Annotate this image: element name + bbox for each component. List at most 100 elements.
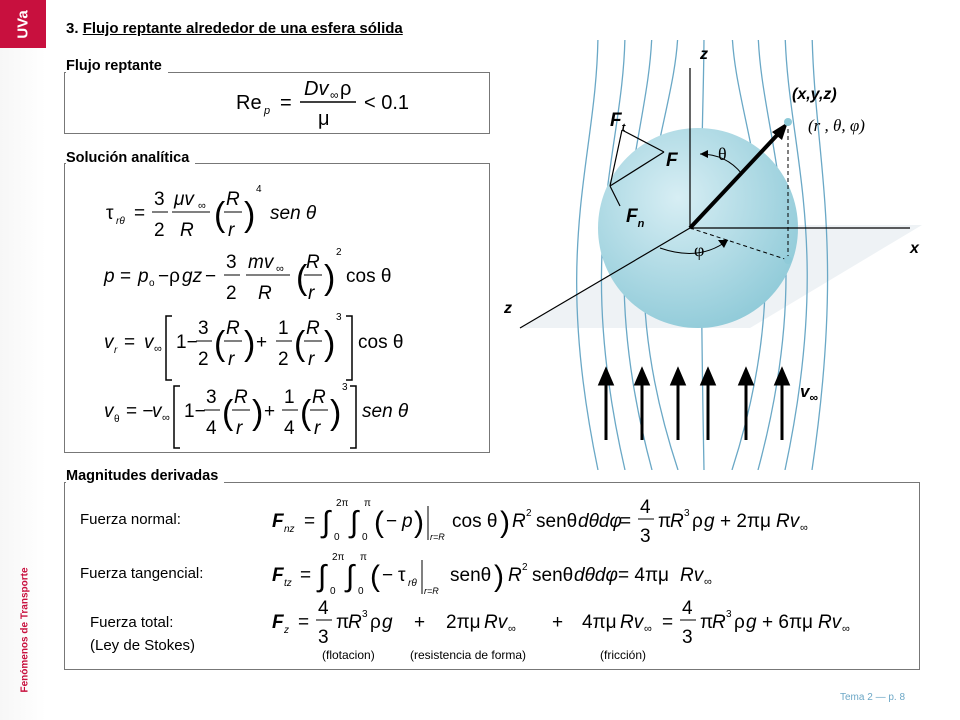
axis-x-label: x — [910, 240, 919, 257]
spherical-point-label: (r , θ, φ) — [808, 116, 865, 135]
projection-radius — [689, 227, 789, 261]
svg-text:R: R — [348, 612, 362, 633]
svg-text:Dv: Dv — [304, 78, 329, 100]
svg-text:3: 3 — [318, 627, 329, 648]
svg-text:μv: μv — [173, 189, 195, 210]
velocity-arrows — [597, 366, 791, 440]
svg-text:v: v — [104, 401, 115, 422]
radius-vector — [688, 130, 782, 230]
svg-text:=: = — [662, 612, 673, 633]
svg-text:1−: 1− — [184, 401, 206, 422]
svg-text:3: 3 — [336, 312, 342, 323]
svg-text:2: 2 — [278, 349, 289, 370]
svg-text:R: R — [312, 387, 326, 408]
svg-text:∞: ∞ — [276, 263, 284, 275]
svg-text:4: 4 — [206, 418, 217, 439]
svg-text:ρ: ρ — [734, 612, 745, 633]
sphere-diagram — [519, 40, 922, 470]
svg-text:): ) — [330, 394, 341, 432]
svg-text:): ) — [324, 259, 335, 297]
svg-text:(: ( — [214, 196, 226, 234]
svg-text:+: + — [264, 401, 275, 422]
svg-text:3: 3 — [342, 382, 348, 393]
svg-text:∫: ∫ — [320, 506, 332, 539]
svg-text:= 4πμ: = 4πμ — [618, 565, 669, 586]
svg-text:cos θ: cos θ — [452, 511, 497, 532]
friction-label: (fricción) — [600, 648, 647, 662]
sidebar — [0, 0, 46, 720]
sidebar-stripe — [0, 0, 46, 720]
svg-text:gz: gz — [182, 266, 203, 287]
svg-text:g: g — [704, 511, 715, 532]
uva-logo: UVa — [0, 0, 46, 48]
svg-text:π: π — [336, 612, 349, 633]
svg-text:g: g — [746, 612, 757, 633]
theta-label: θ — [718, 144, 727, 164]
normal-force-vector-label: Fn — [626, 206, 645, 230]
svg-text:∞: ∞ — [154, 343, 162, 355]
svg-text:): ) — [244, 325, 255, 363]
svg-text:π: π — [360, 552, 367, 563]
free-stream-velocity-label: v∞ — [800, 382, 819, 405]
svg-text:3: 3 — [684, 508, 690, 519]
svg-text:< 0.1: < 0.1 — [364, 92, 409, 114]
svg-text:r: r — [308, 349, 315, 370]
slide-title: 3. Flujo reptante alrededor de una esfer… — [66, 20, 403, 37]
slide-title-text: Flujo reptante alrededor de una esfera s… — [82, 20, 403, 37]
svg-text:p: p — [263, 105, 270, 117]
svg-text:Rv: Rv — [620, 612, 645, 633]
normal-force-label: Fuerza normal: — [80, 511, 181, 528]
svg-text:3: 3 — [726, 609, 732, 620]
svg-text:3: 3 — [640, 526, 651, 547]
svg-text:(: ( — [294, 325, 306, 363]
svg-text:Rv: Rv — [818, 612, 843, 633]
derived-quantities-box — [64, 482, 920, 670]
svg-text:v: v — [144, 332, 155, 353]
svg-text:): ) — [414, 506, 424, 539]
svg-text:z: z — [283, 625, 289, 636]
svg-text:=: = — [124, 332, 135, 353]
svg-text:=: = — [300, 565, 311, 586]
svg-text:Rv: Rv — [776, 511, 801, 532]
svg-text:r: r — [314, 418, 321, 439]
svg-text:+: + — [256, 332, 267, 353]
svg-text:ρ: ρ — [370, 612, 381, 633]
svg-text:r: r — [228, 220, 235, 241]
svg-text:senθ: senθ — [532, 565, 573, 586]
svg-text:R: R — [258, 283, 272, 304]
svg-text:∞: ∞ — [508, 623, 516, 635]
svg-text:F: F — [272, 511, 285, 532]
svg-text:F: F — [272, 565, 285, 586]
stokes-law-label: (Ley de Stokes) — [90, 637, 196, 654]
svg-text:dθdφ: dθdφ — [578, 511, 622, 532]
svg-text:3: 3 — [682, 627, 693, 648]
svg-text:cos θ: cos θ — [358, 332, 403, 353]
svg-text:r: r — [228, 349, 235, 370]
tangential-force-vector-label: Ft — [610, 110, 626, 134]
svg-text:3: 3 — [198, 318, 209, 339]
svg-text:2πμ: 2πμ — [446, 612, 481, 633]
svg-text:=: = — [134, 203, 145, 224]
svg-text:cos θ: cos θ — [346, 266, 391, 287]
svg-text:∞: ∞ — [198, 200, 206, 212]
section-heading-solution: Solución analítica — [66, 150, 196, 166]
svg-text:): ) — [324, 325, 335, 363]
svg-text:∫: ∫ — [348, 506, 360, 539]
svg-text:): ) — [244, 196, 255, 234]
svg-text:1: 1 — [284, 387, 295, 408]
svg-text:+ 6πμ: + 6πμ — [762, 612, 813, 633]
svg-text:nz: nz — [284, 524, 295, 535]
svg-text:∞: ∞ — [800, 522, 808, 534]
svg-text:−: − — [205, 266, 216, 287]
svg-text:R: R — [226, 318, 240, 339]
section-heading-creeping: Flujo reptante — [66, 58, 168, 74]
svg-text:R: R — [180, 220, 194, 241]
svg-text:2π: 2π — [336, 498, 349, 509]
svg-text:p: p — [103, 266, 115, 287]
svg-text:r=R: r=R — [430, 532, 445, 542]
